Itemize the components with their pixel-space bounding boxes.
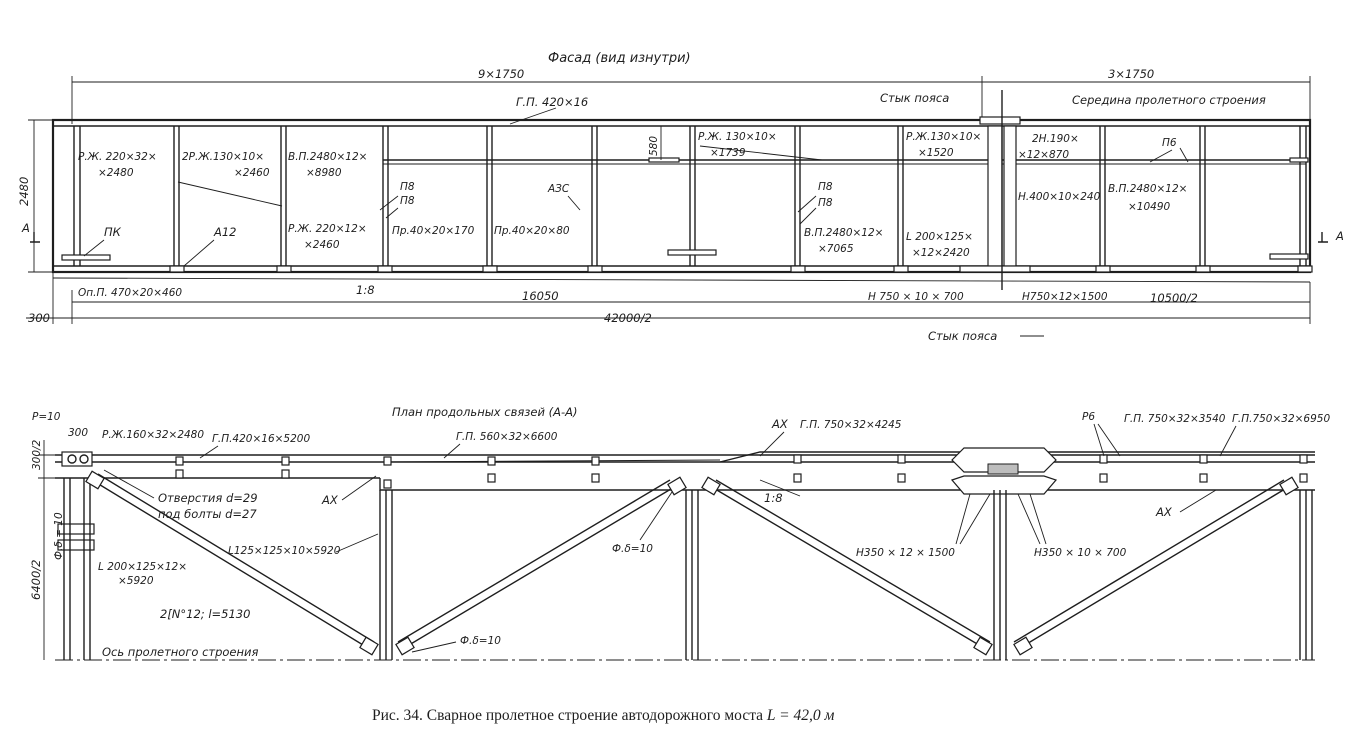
label-rib-1520-l1: Р.Ж.130×10× [906,131,981,143]
label-ax-top: АХ [771,417,789,431]
label-fd10-left: Ф.δ = 10 [53,512,65,560]
label-fd10-bottom: Ф.δ=10 [460,635,501,647]
label-top-flange: Г.П. 420×16 [516,95,588,109]
label-rib-1520-l2: ×1520 [918,147,954,159]
label-pk: ПК [104,225,122,239]
caption-formula: L = 42,0 м [766,707,835,724]
label-web-10490-l2: ×10490 [1128,201,1171,213]
splice-plate-bottom [950,475,1058,495]
label-n750-10: Н 750 × 10 × 700 [868,291,964,303]
label-axis: Ось пролетного строения [102,645,259,659]
section-a-left: А [21,221,30,235]
label-mid-span: Середина пролетного строения [1072,93,1266,107]
joint-cover-plate [987,125,1003,267]
label-stiffener-220-l1: Р.Ж. 220×32× [78,151,157,163]
dim-16050: 16050 [522,289,559,303]
label-gp750-6950: Г.П.750×32×6950 [1232,413,1330,425]
facade-title: Фасад (вид изнутри) [548,51,691,66]
label-n350-10: Н350 × 10 × 700 [1034,547,1127,559]
plan-posts [63,478,1313,660]
label-n350-12: Н350 × 12 × 1500 [856,547,955,559]
label-p8-b: П8 [400,195,415,207]
vertical-stiffeners [73,126,1307,266]
label-pr80: Пр.40×20×80 [494,225,570,237]
label-rib-160: Р.Ж.160×32×2480 [102,429,204,441]
label-fd10-mid: Ф.δ=10 [612,543,653,555]
label-stiffener-2460-l1: Р.Ж. 220×12× [288,223,367,235]
label-stiffener-130-l2: ×2460 [234,167,270,179]
dim-panels-left: 9×1750 [478,67,524,81]
dim-580: 580 [648,136,660,156]
label-p10: Р=10 [32,411,61,423]
label-n750-12: Н750×12×1500 [1022,291,1108,303]
plan-diagonals [91,473,1291,649]
label-web-10490-l1: В.П.2480×12× [1108,183,1187,195]
label-web-7065-l2: ×7065 [818,243,854,255]
label-angle-2420-l1: L 200×125× [906,231,973,243]
section-a-right: А [1335,229,1344,243]
label-p8-d: П8 [818,197,833,209]
label-stiffener-130-l1: 2Р.Ж.130×10× [182,151,264,163]
label-p8-a: П8 [400,181,415,193]
label-gp750-4245: Г.П. 750×32×4245 [800,419,902,431]
label-p6: П6 [1162,137,1177,149]
label-web-8980-l1: В.П.2480×12× [288,151,367,163]
plan-view: План продольных связей (А-А) [29,405,1330,661]
label-channel: 2[N°12; l=5130 [160,607,250,621]
dim-half-span: 42000/2 [604,311,652,325]
dim-6400-2: 6400/2 [29,560,43,600]
label-azs: АЗС [547,183,570,195]
bottom-pads [61,157,1313,273]
facade-slope: 1:8 [356,283,375,297]
label-angle-2420-l2: ×12×2420 [912,247,970,259]
plan-slope: 1:8 [764,491,783,505]
label-n190-l1: 2Н.190× [1032,133,1079,145]
label-d300: 300 [68,427,88,439]
label-p6-plan: Р6 [1082,411,1095,423]
dim-height: 2480 [17,177,31,206]
label-gp750-3540: Г.П. 750×32×3540 [1124,413,1226,425]
label-angle-200-l2: ×5920 [118,575,154,587]
label-belt-joint-top: Стык пояса [880,91,949,105]
label-ax-right: АХ [1155,505,1173,519]
bottom-splice-plate [959,265,1031,273]
splice-plate-top [951,447,1057,473]
top-splice-plate [979,116,1021,125]
joint-cover-plate-2 [1003,125,1017,267]
label-stiffener-2460-l2: ×2460 [304,239,340,251]
label-web-8980-l2: ×8980 [306,167,342,179]
chord-bolt-blocks [175,454,1308,489]
label-n400: Н.400×10×240 [1018,191,1101,203]
diagonal-end-plates [85,470,1299,656]
plan-title: План продольных связей (А-А) [392,405,577,419]
bottom-chord-slope [52,277,1311,283]
facade-view: Фасад (вид изнутри) 9×1750 3×1750 [17,51,1344,343]
label-bearing-plate: Оп.П. 470×20×460 [78,287,182,299]
joint-core [987,463,1019,475]
label-holes-l1: Отверстия d=29 [158,491,258,505]
figure-caption: Рис. 34. Сварное пролетное строение авто… [372,707,834,724]
dim-10500: 10500/2 [1150,291,1198,305]
label-angle-200-l1: L 200×125×12× [98,561,187,573]
dim-panels-right: 3×1750 [1108,67,1154,81]
label-stiffener-220-l2: ×2480 [98,167,134,179]
label-ax-left: АХ [321,493,339,507]
label-belt-joint-bottom: Стык пояса [928,329,997,343]
label-holes-l2: под болты d=27 [158,507,257,521]
dim-300-2: 300/2 [31,439,43,470]
label-web-7065-l1: В.П.2480×12× [804,227,883,239]
main-girder-outline [51,118,1312,274]
label-pr170: Пр.40×20×170 [392,225,475,237]
label-a12: А12 [213,225,237,239]
label-gp560: Г.П. 560×32×6600 [456,431,558,443]
label-rib-1739-l1: Р.Ж. 130×10× [698,131,777,143]
label-p8-c: П8 [818,181,833,193]
label-gp420: Г.П.420×16×5200 [212,433,310,445]
label-angle-125: L125×125×10×5920 [228,545,341,557]
dim-300: 300 [28,311,50,325]
label-n190-l2: ×12×870 [1018,149,1069,161]
caption-prefix: Рис. 34. Сварное пролетное строение авто… [372,707,767,724]
